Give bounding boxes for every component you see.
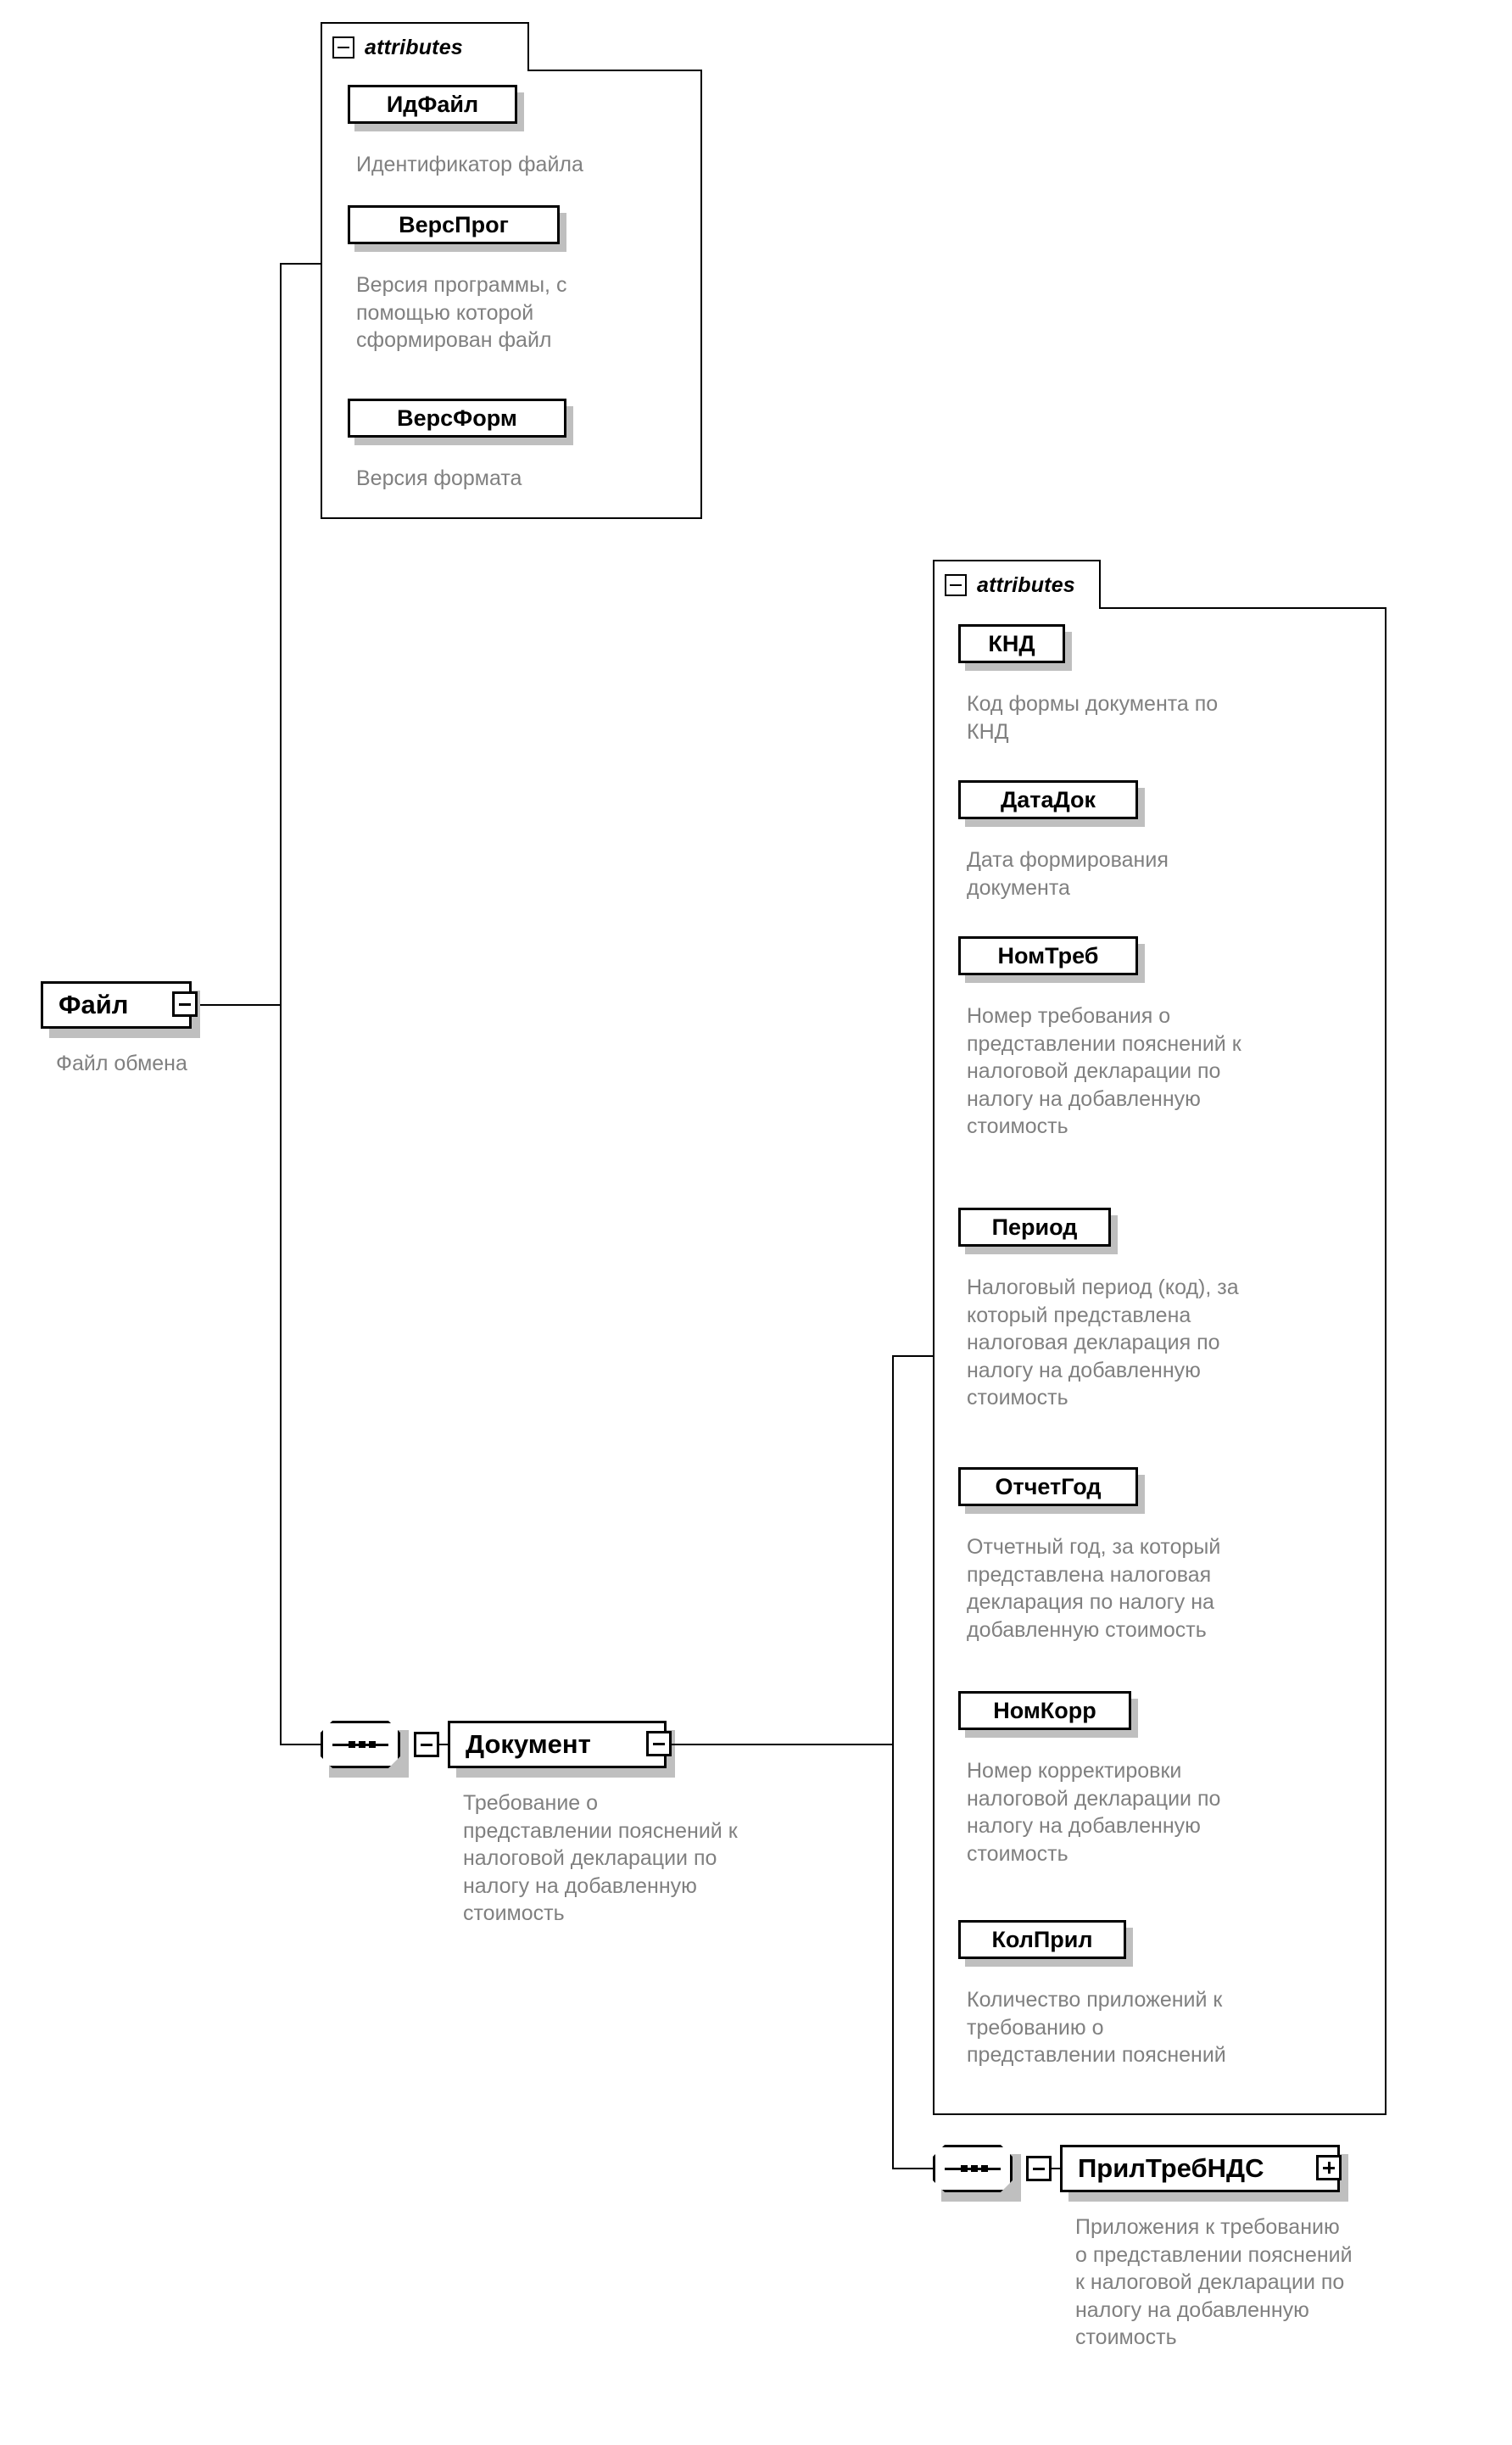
attribute-desc-otchetgod: Отчетный год, за который представлена на…	[967, 1535, 1221, 1642]
attribute-desc-knd: Код формы документа по КНД	[967, 692, 1219, 744]
attribute-name-versform[interactable]: ВерсФорм	[348, 399, 571, 448]
element-desc-fail: Файл обмена	[56, 1052, 187, 1075]
attribute-name-idfail[interactable]: ИдФайл	[348, 85, 522, 134]
element-name-fail[interactable]: Файл	[41, 981, 192, 1029]
attribute-idfail[interactable]: ИдФайл	[348, 85, 524, 134]
attribute-desc-period: Налоговый период (код), за который предс…	[967, 1276, 1239, 1410]
element-expand-icon-fail[interactable]	[172, 991, 198, 1017]
sequence-collapse-icon-file[interactable]	[414, 1732, 439, 1757]
attribute-name-versprog[interactable]: ВерсПрог	[348, 205, 564, 254]
element-expand-icon-prilrebnds[interactable]	[1316, 2155, 1342, 2180]
attribute-desc-datadok: Дата формирования документа	[967, 848, 1169, 900]
attribute-versprog[interactable]: ВерсПрог	[348, 205, 566, 254]
file-attributes-tab[interactable]: attributes	[321, 22, 529, 71]
collapse-minus-icon[interactable]	[945, 574, 967, 596]
connector-document-to-attrs	[892, 1355, 935, 1357]
element-name-dokument[interactable]: Документ	[448, 1721, 667, 1768]
connector-file-out	[190, 1004, 282, 1006]
attribute-period[interactable]: Период	[958, 1208, 1118, 1257]
attributes-tab-label: attributes	[977, 572, 1075, 597]
attribute-desc-kolpril: Количество приложений к требованию о пре…	[967, 1988, 1226, 2067]
attribute-versform[interactable]: ВерсФорм	[348, 399, 573, 448]
attribute-desc-nomtreb: Номер требования о представлении пояснен…	[967, 1004, 1241, 1138]
attributes-tab-label: attributes	[365, 35, 463, 59]
attribute-desc-versprog: Версия программы, с помощью которой сфор…	[356, 273, 567, 352]
attribute-name-nomtreb[interactable]: НомТреб	[958, 936, 1142, 985]
document-attributes-box: attributes	[933, 560, 1386, 2115]
attribute-desc-idfail: Идентификатор файла	[356, 153, 583, 176]
attribute-name-period[interactable]: Период	[958, 1208, 1115, 1257]
sequence-collapse-icon-document[interactable]	[1026, 2156, 1052, 2181]
element-name-prilrebnds[interactable]: ПрилТребНДС	[1060, 2145, 1340, 2192]
attribute-nomtreb[interactable]: НомТреб	[958, 936, 1145, 985]
connector-file-trunk	[280, 263, 282, 1745]
element-desc-prilrebnds: Приложения к требованию о представлении …	[1075, 2215, 1353, 2349]
attribute-kolpril[interactable]: КолПрил	[958, 1920, 1133, 1969]
attribute-nomkorr[interactable]: НомКорр	[958, 1691, 1138, 1740]
attribute-name-knd[interactable]: КНД	[958, 624, 1069, 673]
connector-document-out	[672, 1744, 894, 1745]
attribute-name-datadok[interactable]: ДатаДок	[958, 780, 1142, 829]
attribute-otchetgod[interactable]: ОтчетГод	[958, 1467, 1145, 1516]
attribute-datadok[interactable]: ДатаДок	[958, 780, 1145, 829]
attribute-desc-nomkorr: Номер корректировки налоговой декларации…	[967, 1759, 1221, 1866]
collapse-minus-icon[interactable]	[332, 36, 354, 59]
element-expand-icon-dokument[interactable]	[646, 1731, 672, 1756]
attribute-knd[interactable]: КНД	[958, 624, 1072, 673]
attribute-name-otchetgod[interactable]: ОтчетГод	[958, 1467, 1142, 1516]
element-desc-dokument: Требование о представлении пояснений к н…	[463, 1791, 738, 1925]
connector-document-trunk	[892, 1355, 894, 2169]
document-attributes-tab[interactable]: attributes	[933, 560, 1101, 609]
connector-file-to-attrs	[280, 263, 322, 265]
connector-document-to-sequence	[892, 2168, 935, 2169]
connector-file-to-sequence	[280, 1744, 322, 1745]
document-attributes-body	[933, 607, 1386, 2115]
attribute-desc-versform: Версия формата	[356, 466, 522, 490]
attribute-name-nomkorr[interactable]: НомКорр	[958, 1691, 1135, 1740]
attribute-name-kolpril[interactable]: КолПрил	[958, 1920, 1130, 1969]
